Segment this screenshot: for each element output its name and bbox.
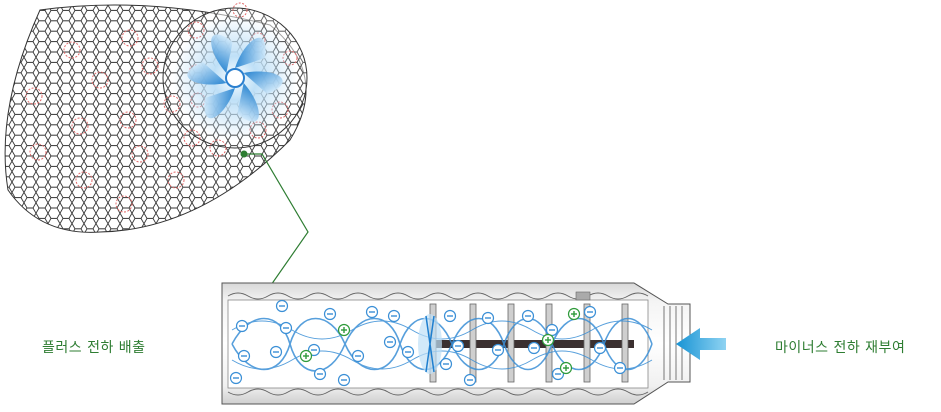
positive-ions [299,307,581,375]
swirl-fan [173,16,297,140]
swirl-flow [231,317,653,372]
plus-discharge-label: 플러스 전하 배출 [42,340,146,356]
flow-arrow-icon [676,328,726,360]
minus-recharge-label: 마이너스 전하 재부여 [775,340,906,356]
negative-ions [229,299,627,387]
inlet-vane [418,314,442,374]
